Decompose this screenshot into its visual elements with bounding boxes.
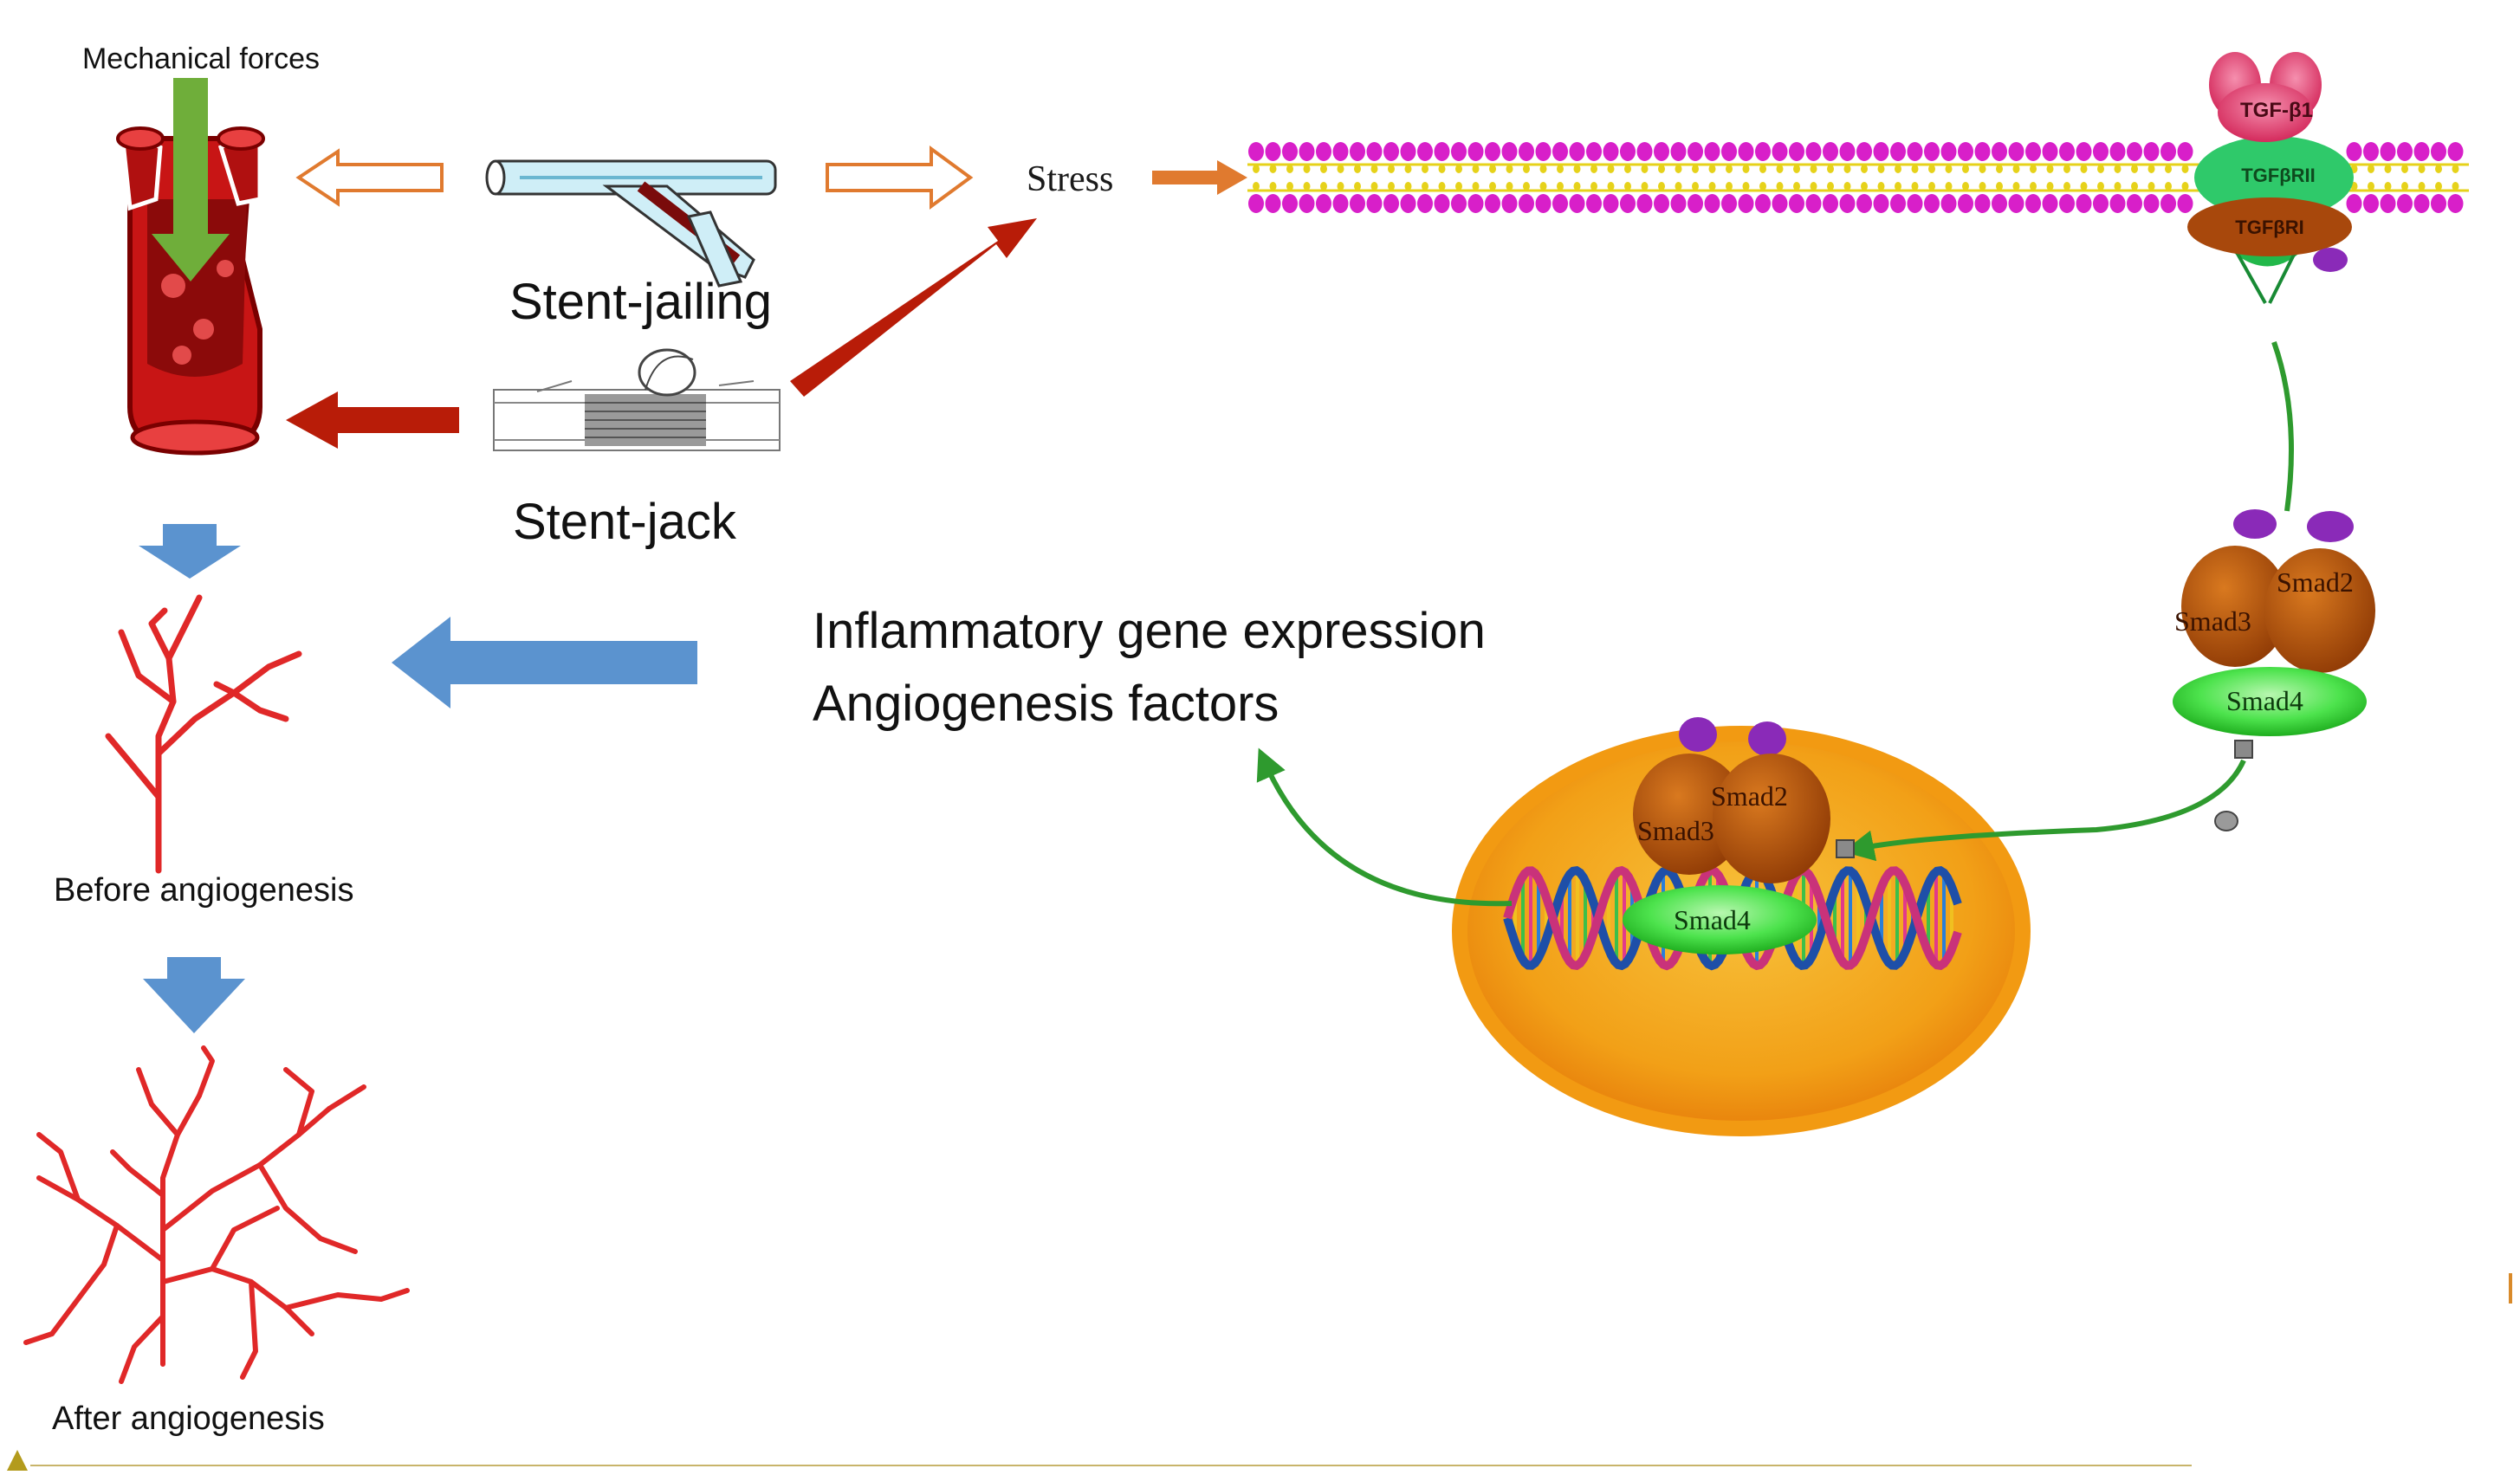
- receptor-signal-line: [2271, 341, 2294, 512]
- cell-membrane: [1247, 142, 2469, 213]
- red-arrow-up-right: [790, 218, 1037, 397]
- corner-triangle: [7, 1450, 28, 1471]
- gene-expression-arrow: [1256, 747, 1513, 907]
- smad4-label-nuc: Smad4: [1674, 904, 1751, 935]
- tgf-beta1-label: TGF-β1: [2240, 99, 2313, 122]
- before-angiogenesis-label: Before angiogenesis: [54, 872, 353, 909]
- smad2-label-nuc: Smad2: [1711, 780, 1788, 812]
- before-angiogenesis-vessels: [105, 594, 302, 874]
- hollow-arrow-left: [295, 148, 444, 207]
- stress-label: Stress: [1027, 159, 1113, 199]
- after-angiogenesis-label: After angiogenesis: [52, 1401, 325, 1437]
- smad-translocation-arrow: [1843, 759, 2246, 862]
- stent-jack-image: [493, 348, 781, 451]
- tgf-beta-receptor: [2187, 52, 2354, 304]
- blue-arrow-down-1: [139, 524, 241, 579]
- smad3-label-nuc: Smad3: [1637, 815, 1714, 846]
- cytoplasmic-smad-complex: [2173, 509, 2375, 736]
- phosphate-marker: [2234, 740, 2253, 759]
- inflammatory-gene-expression-label: Inflammatory gene expression: [813, 603, 1486, 659]
- red-arrow-left: [286, 391, 459, 449]
- nuclear-smad-complex: [1623, 717, 1830, 954]
- stent-jack-label: Stent-jack: [513, 494, 737, 550]
- after-angiogenesis-vessels: [23, 1045, 410, 1384]
- hollow-arrow-right: [826, 146, 974, 210]
- nuclear-marker: [1836, 839, 1855, 858]
- mechanical-forces-label: Mechanical forces: [82, 42, 320, 75]
- blue-arrow-down-2: [143, 957, 245, 1033]
- stress-arrow: [1152, 160, 1247, 195]
- stent-jailing-image: [485, 159, 777, 288]
- tgf-beta-rii-label: TGFβRII: [2241, 165, 2316, 186]
- smad2-label-cyto: Smad2: [2277, 566, 2354, 598]
- mechanical-force-arrow: [152, 78, 230, 281]
- tgf-beta-ri-label: TGFβRI: [2235, 217, 2303, 238]
- smad4-label-cyto: Smad4: [2226, 685, 2303, 716]
- stent-jailing-label: Stent-jailing: [509, 274, 772, 330]
- smad3-label-cyto: Smad3: [2174, 605, 2251, 637]
- released-phosphate: [2214, 811, 2238, 831]
- blue-arrow-left: [392, 617, 697, 708]
- angiogenesis-factors-label: Angiogenesis factors: [813, 676, 1279, 732]
